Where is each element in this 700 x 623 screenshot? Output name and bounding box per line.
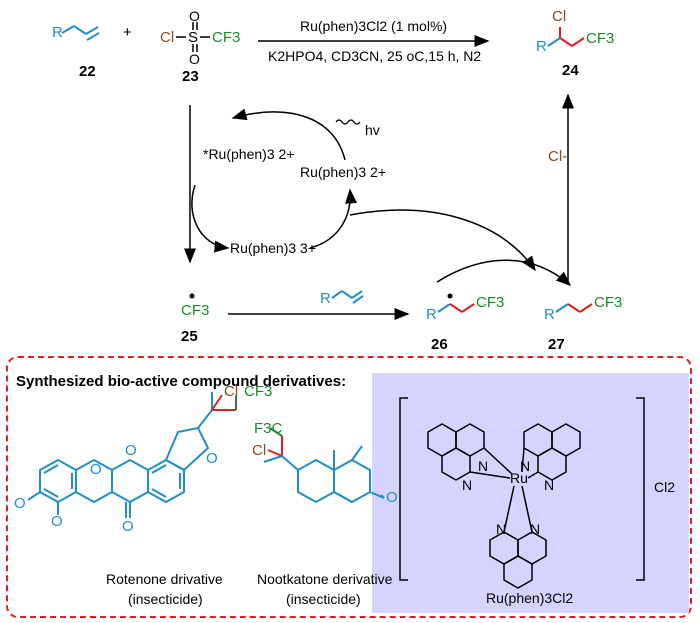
rotenone-carbonyl-o-label: O [122, 518, 134, 535]
label-22: 22 [79, 63, 96, 80]
rotenone-o2-label: O [125, 442, 137, 459]
r-label-22: R [52, 24, 63, 41]
cf3-label-23: CF3 [212, 29, 241, 46]
r-label-26: R [426, 306, 437, 323]
catalyst-panel [372, 373, 689, 613]
oxygen-bottom-label: O [189, 51, 200, 67]
rotenone-name: Rotenone drivative [106, 571, 223, 587]
compound-27-structure [555, 303, 593, 313]
derivatives-heading: Synthesized bio-active compound derivati… [16, 373, 347, 390]
oxidized-ru-label: Ru(phen)3 3+ [230, 240, 317, 256]
reduction-arc [309, 188, 358, 249]
electron-transfer-arc [349, 209, 536, 272]
sulfonyl-cl-label: Cl [160, 29, 175, 46]
ru-n2-label: N [520, 458, 531, 474]
oxygen-top-label: O [189, 8, 200, 24]
cf3-label-26: CF3 [476, 294, 505, 311]
compound-24-structure [547, 27, 585, 47]
chloride-label: Cl- [548, 148, 568, 165]
excitation-arc [231, 108, 346, 161]
ru-complex-structure [399, 397, 645, 589]
alkene-reagent-structure [331, 290, 364, 304]
conditions-text: K2HPO4, CD3CN, 25 oC,15 h, N2 [268, 48, 482, 64]
rotenone-cl-bond [211, 394, 223, 411]
radical-dot-26 [447, 293, 453, 299]
rotenone-o3-label: O [206, 450, 218, 467]
ru-n6-label: N [530, 521, 541, 537]
rotenone-o1-label: O [90, 461, 102, 478]
rotenone-methoxy2-label: O [51, 513, 63, 530]
label-27: 27 [548, 336, 565, 353]
ru-n3-label: N [462, 477, 473, 493]
nootkatone-name: Nootkatone derivative [257, 571, 393, 587]
r-label-alkene: R [320, 290, 331, 307]
cf3-label-27: CF3 [594, 294, 623, 311]
rotenone-cf3-label: CF3 [244, 383, 273, 400]
ru-center-label: Ru [510, 470, 528, 486]
nootkatone-cl-label: Cl [252, 442, 267, 459]
nootkatone-use: (insecticide) [286, 591, 361, 607]
label-25: 25 [181, 328, 198, 345]
compound-22-structure [61, 25, 100, 41]
rotenone-methoxy1-label: O [14, 495, 26, 512]
hv-label: hv [365, 122, 380, 138]
complex-name: Ru(phen)3Cl2 [486, 590, 574, 606]
cf3-label-24: CF3 [586, 30, 615, 47]
ru-n5-label: N [496, 521, 507, 537]
label-24: 24 [562, 62, 579, 79]
rotenone-use: (insecticide) [128, 591, 203, 607]
catalyst-text: Ru(phen)3Cl2 (1 mol%) [300, 18, 448, 34]
sulfur-label: S [188, 29, 199, 46]
nootkatone-f3c-label: F3C [254, 420, 283, 437]
hv-wavy-line [335, 119, 361, 125]
compound-26-structure [437, 303, 475, 313]
rotenone-cl-label: Cl [224, 383, 239, 400]
oxidation-arc [191, 184, 230, 253]
derivatives-frame [6, 356, 692, 618]
nootkatone-o-label: O [386, 489, 398, 506]
r-label-24: R [536, 38, 547, 55]
label-26: 26 [431, 336, 448, 353]
ground-ru-label: Ru(phen)3 2+ [300, 164, 387, 180]
radical-to-cation-arc [436, 259, 572, 286]
radical-dot-25 [189, 293, 195, 299]
ru-n1-label: N [478, 458, 489, 474]
rotenone-structure [27, 392, 213, 518]
cl-label-24: Cl [552, 8, 567, 25]
counterion-label: Cl2 [654, 479, 676, 495]
nootkatone-cf3-link [269, 427, 283, 437]
plus-sign: + [123, 24, 132, 41]
label-23: 23 [182, 68, 199, 85]
cf3-radical-label: CF3 [181, 302, 210, 319]
ru-n4-label: N [544, 477, 555, 493]
compound-23-structure [176, 22, 210, 52]
excited-ru-label: *Ru(phen)3 2+ [203, 146, 295, 162]
r-label-27: R [544, 306, 555, 323]
nootkatone-cl-bond [267, 449, 283, 457]
nootkatone-structure [263, 445, 385, 504]
